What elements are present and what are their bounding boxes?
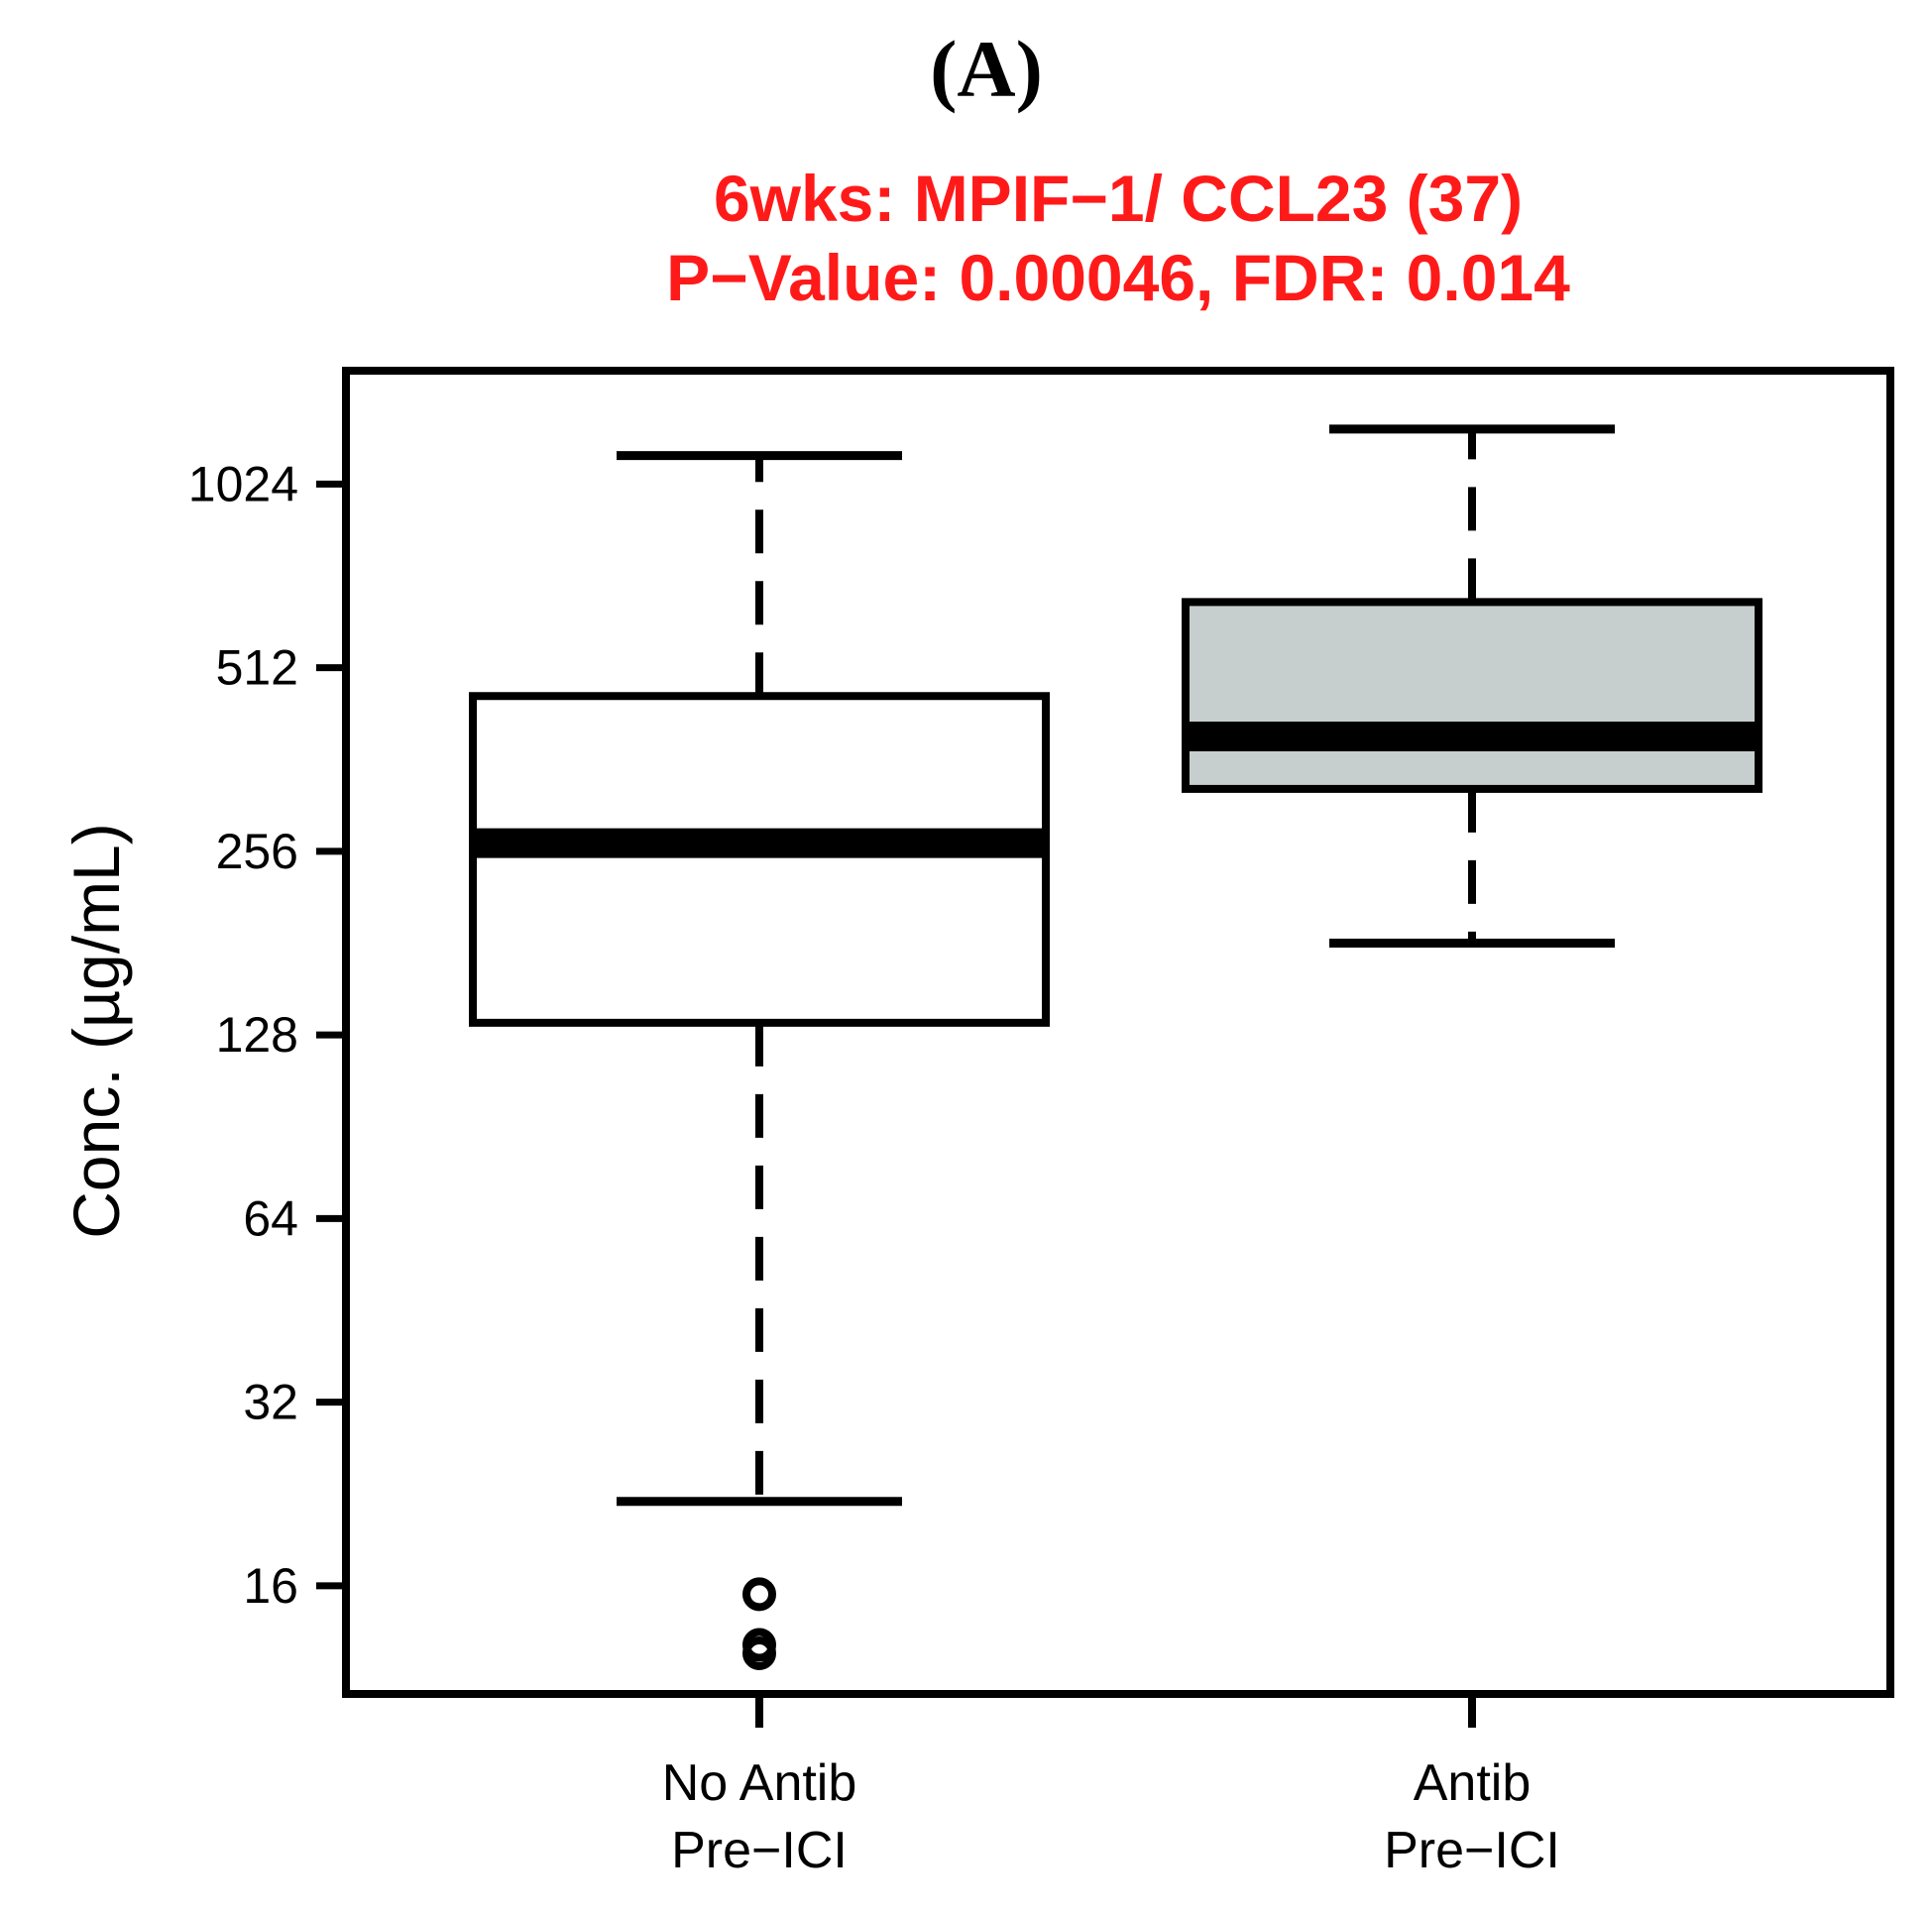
chart-title-line-1: 6wks: MPIF−1/ CCL23 (37) <box>714 162 1523 235</box>
iqr-box <box>469 692 1050 1027</box>
y-tick-label: 256 <box>216 824 298 879</box>
y-tick-label: 16 <box>243 1558 298 1614</box>
box-group <box>469 451 1050 1670</box>
y-tick-label: 512 <box>216 640 298 696</box>
x-category-label: Pre−ICI <box>671 1822 848 1879</box>
panel-label: (A) <box>930 24 1043 114</box>
x-category-label: Pre−ICI <box>1384 1822 1560 1879</box>
iqr-box <box>1182 598 1762 793</box>
outlier-point <box>742 1577 776 1612</box>
y-axis: 16 32 64 128 256 512 1024 <box>188 456 346 1614</box>
y-axis-label: Conc. (µg/mL) <box>59 823 133 1238</box>
plot-frame <box>342 367 1894 1698</box>
boxes <box>469 424 1762 1670</box>
y-tick-label: 1024 <box>188 456 298 511</box>
chart-title-line-2: P−Value: 0.00046, FDR: 0.014 <box>666 241 1570 314</box>
outlier-point <box>742 1635 776 1670</box>
y-tick-label: 32 <box>243 1375 298 1430</box>
y-tick-label: 128 <box>216 1007 298 1063</box>
box-group <box>1182 424 1762 949</box>
x-category-label: Antib <box>1414 1754 1532 1812</box>
x-category-label: No Antib <box>662 1754 857 1812</box>
y-tick-label: 64 <box>243 1190 298 1246</box>
